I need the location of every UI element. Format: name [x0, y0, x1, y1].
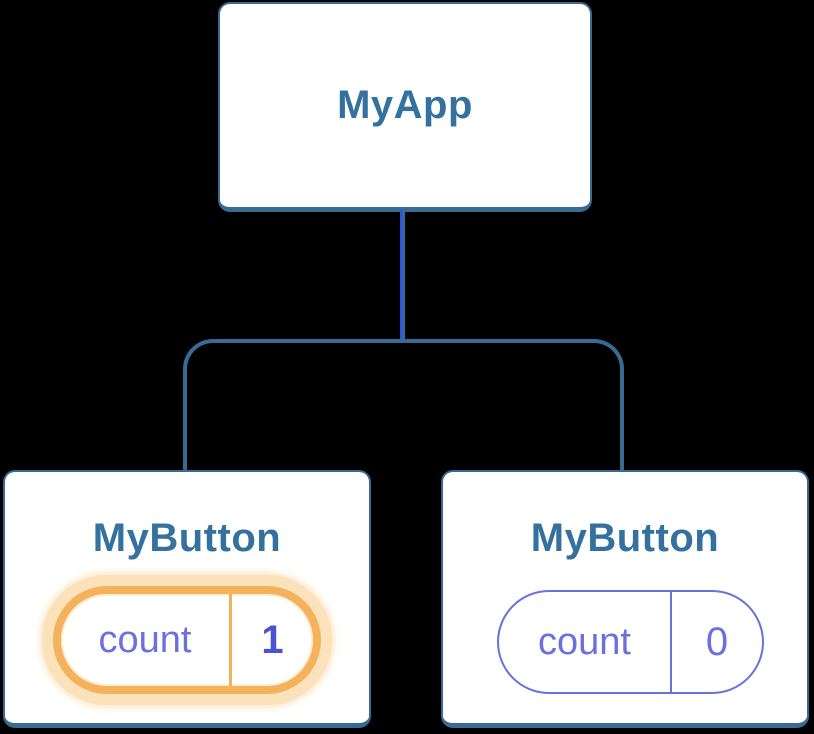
state-key-label: count — [98, 618, 192, 661]
node-label-mybutton-right: MyButton — [530, 516, 720, 560]
state-key-cell: count — [61, 594, 229, 686]
connector-branch — [183, 339, 624, 470]
state-pill: count 0 — [497, 590, 764, 694]
state-value: 0 — [705, 619, 729, 664]
tree-node-mybutton-left: MyButton count 1 — [3, 470, 371, 728]
node-label-mybutton-left: MyButton — [92, 516, 282, 560]
state-pill-highlighted: count 1 — [53, 586, 321, 694]
state-value: 1 — [261, 617, 284, 662]
connector-trunk — [400, 210, 405, 341]
state-pill-glow: count 1 — [42, 575, 332, 705]
pill-divider — [670, 592, 672, 692]
node-label-myapp: MyApp — [337, 83, 473, 127]
tree-node-myapp: MyApp — [218, 2, 592, 212]
state-key-label: count — [538, 620, 631, 663]
tree-node-mybutton-right: MyButton count 0 — [441, 470, 809, 728]
state-key-cell: count — [499, 592, 670, 692]
pill-divider — [229, 594, 232, 686]
state-value-cell: 1 — [232, 594, 313, 686]
state-value-cell: 0 — [672, 592, 762, 692]
